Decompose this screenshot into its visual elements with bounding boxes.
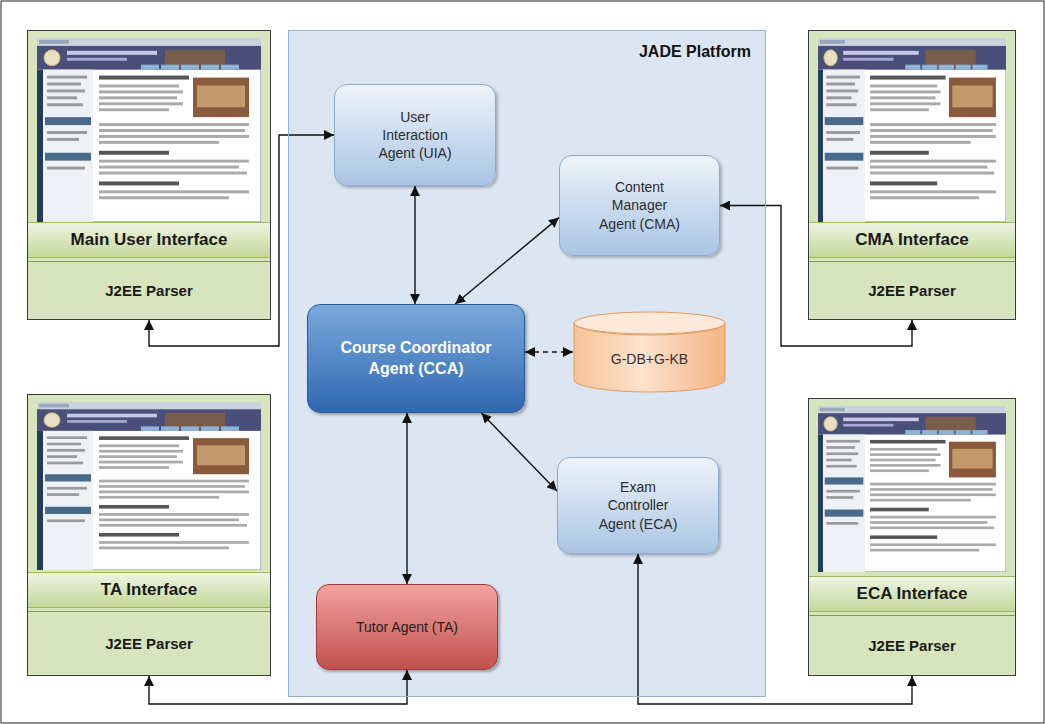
agent-label: User Interaction Agent (UIA)	[370, 108, 460, 163]
platform-panel: JADE PlatformUser Interaction Agent (UIA…	[288, 30, 766, 697]
screenshot-area	[809, 31, 1015, 222]
database-cylinder: G-DB+G-KB	[573, 311, 726, 393]
agent-box: Tutor Agent (TA)	[316, 584, 498, 670]
agent-box: Exam Controller Agent (ECA)	[557, 457, 719, 554]
parser-label: J2EE Parser	[28, 611, 270, 675]
interface-window: ECA InterfaceJ2EE Parser	[808, 398, 1016, 676]
agent-label: G-DB+G-KB	[611, 337, 688, 367]
agent-box: Content Manager Agent (CMA)	[559, 155, 720, 256]
interface-title: TA Interface	[28, 572, 270, 608]
platform-title: JADE Platform	[639, 43, 751, 61]
agent-label: Tutor Agent (TA)	[356, 618, 458, 636]
interface-title: Main User Interface	[28, 222, 270, 258]
parser-label: J2EE Parser	[28, 261, 270, 319]
agent-label: Exam Controller Agent (ECA)	[593, 478, 683, 533]
connector-arrow	[455, 218, 559, 304]
agent-label: Content Manager Agent (CMA)	[595, 178, 685, 233]
agent-box: User Interaction Agent (UIA)	[334, 84, 496, 186]
interface-window: CMA InterfaceJ2EE Parser	[808, 30, 1016, 320]
interface-title: ECA Interface	[809, 576, 1015, 612]
screenshot-area	[28, 395, 270, 572]
interface-window: Main User InterfaceJ2EE Parser	[27, 30, 271, 320]
parser-label: J2EE Parser	[809, 261, 1015, 319]
connector-arrow	[481, 413, 557, 491]
screenshot-area	[28, 31, 270, 222]
connector-arrow	[414, 186, 415, 304]
agent-box: Course Coordinator Agent (CCA)	[307, 304, 525, 413]
parser-label: J2EE Parser	[809, 615, 1015, 675]
agent-label: Course Coordinator Agent (CCA)	[326, 338, 506, 380]
interface-window: TA InterfaceJ2EE Parser	[27, 394, 271, 676]
dashed-connector	[525, 351, 573, 352]
screenshot-area	[809, 399, 1015, 576]
interface-title: CMA Interface	[809, 222, 1015, 258]
connector-arrow	[406, 413, 407, 584]
